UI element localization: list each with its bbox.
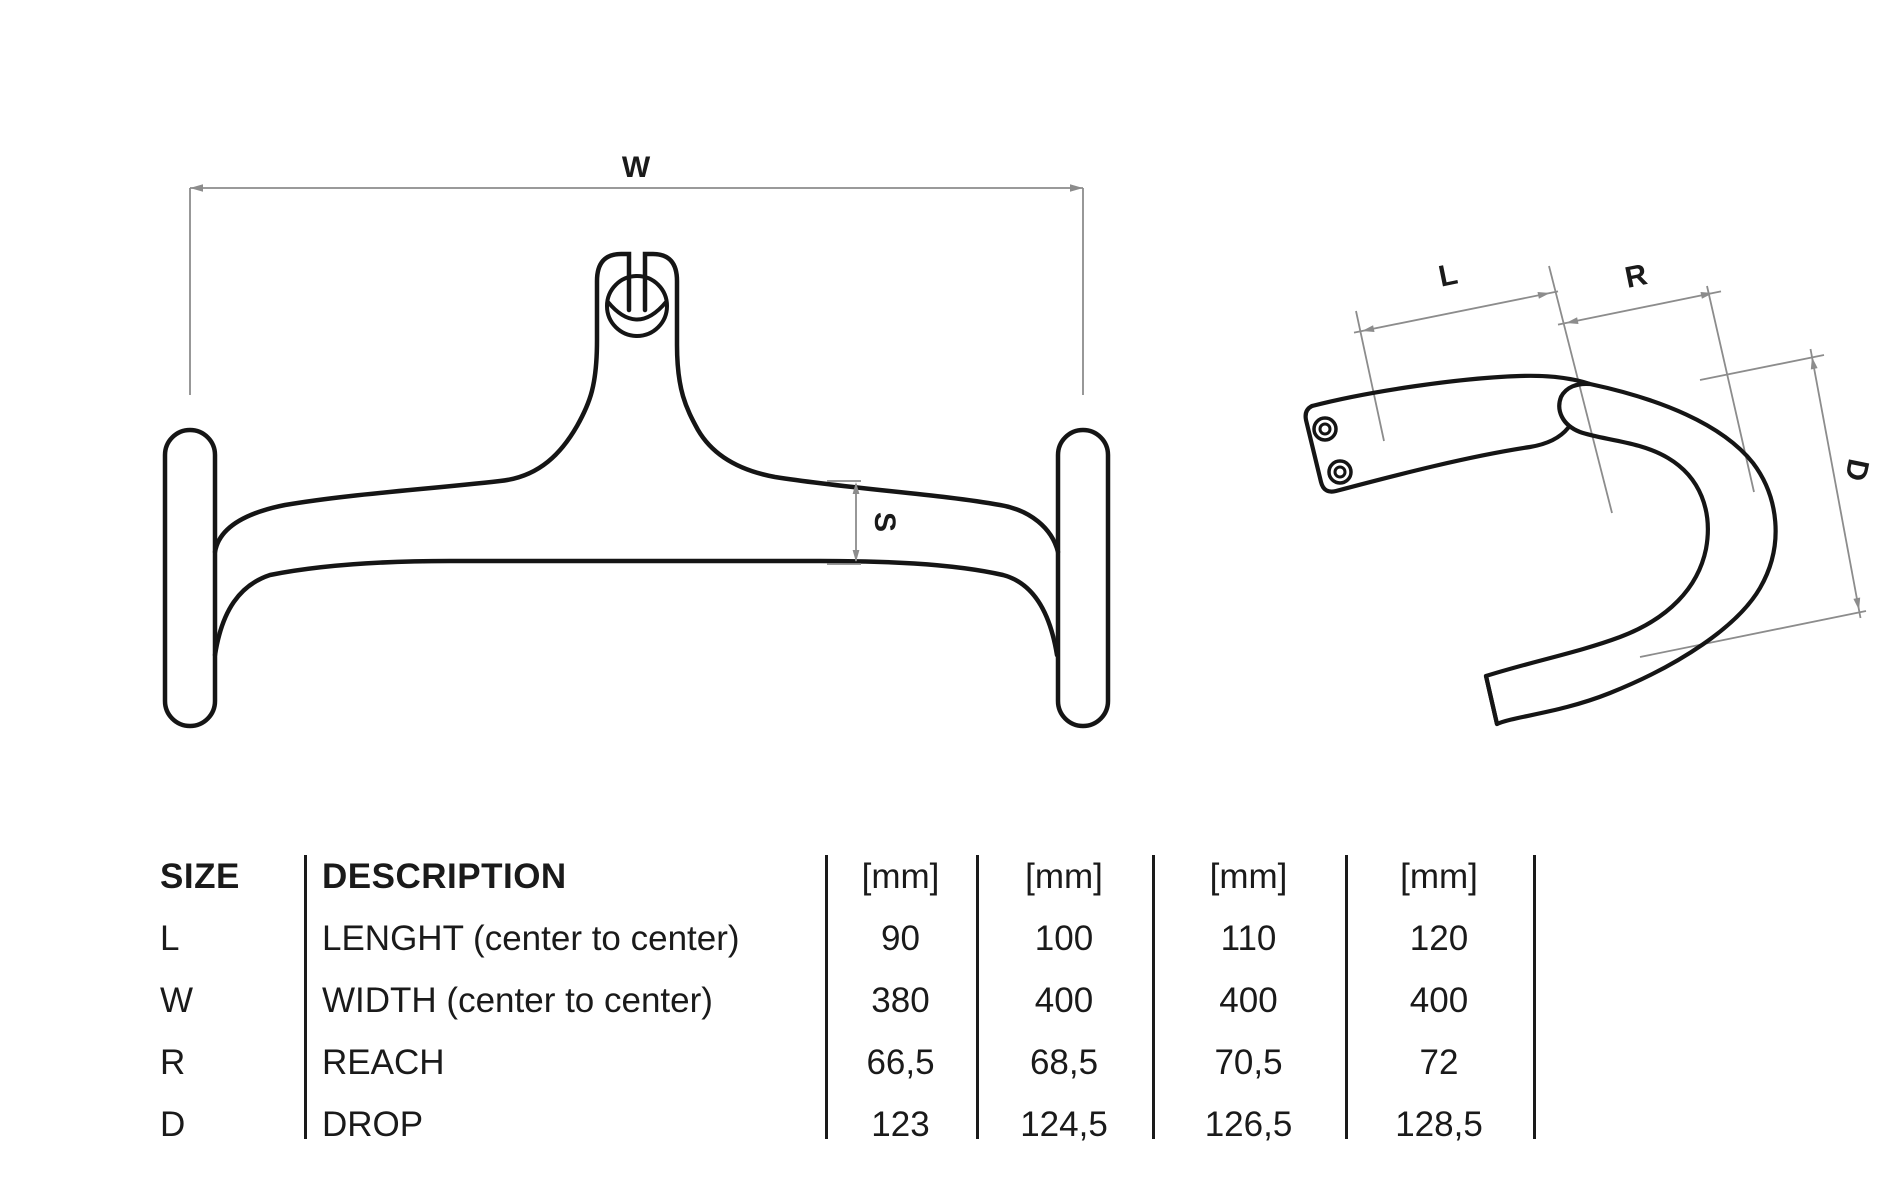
table-row-drop: D DROP 123 124,5 126,5 128,5 [158, 1094, 1536, 1156]
s-dimension [827, 480, 861, 565]
s-arrow-bottom [852, 550, 860, 562]
r-dimension [1557, 285, 1755, 493]
handlebar-side-hook [1309, 373, 1778, 727]
d-dimension-label: D [1838, 456, 1875, 484]
table-divider [825, 855, 828, 1139]
d-dimension [1639, 348, 1867, 658]
s-arrow-top [852, 482, 860, 494]
table-row-reach: R REACH 66,5 68,5 70,5 72 [158, 1032, 1536, 1094]
l-dimension-label: L [1436, 258, 1461, 294]
row-description: DROP [322, 1105, 424, 1144]
steerer-clamp-arc [606, 300, 668, 322]
w-dimension-label: W [622, 151, 651, 184]
row-value: 90 [881, 919, 920, 958]
row-value: 124,5 [1020, 1105, 1108, 1144]
table-divider [976, 855, 979, 1139]
r-arrow-left [1566, 317, 1579, 324]
col-header-unit-4: [mm] [1400, 857, 1478, 896]
row-value: 126,5 [1204, 1105, 1293, 1144]
col-header-description: DESCRIPTION [322, 857, 567, 896]
r-dimension-label: R [1622, 258, 1650, 295]
row-value: 68,5 [1029, 1043, 1099, 1082]
row-value: 400 [1219, 981, 1278, 1020]
table-divider [1152, 855, 1155, 1139]
stem-bolt-hole-bottom-inner [1333, 465, 1347, 479]
row-value: 128,5 [1395, 1105, 1483, 1144]
row-size-code: D [160, 1105, 186, 1144]
steerer-clamp-bore [605, 274, 669, 338]
s-dimension-label: S [868, 512, 901, 532]
stem-side-body [1303, 403, 1571, 494]
l-arrow-left [1362, 325, 1375, 332]
row-value: 100 [1034, 919, 1094, 958]
col-header-unit-1: [mm] [861, 857, 940, 896]
r-dimension-line [1557, 290, 1722, 326]
side-view-drawing: L R D [1303, 258, 1875, 727]
l-extension-left [1355, 310, 1385, 442]
row-size-code: R [160, 1043, 186, 1082]
row-value: 123 [871, 1105, 930, 1144]
row-size-code: W [160, 981, 194, 1020]
front-view-drawing: W S [162, 151, 1111, 729]
row-value: 110 [1220, 919, 1277, 958]
l-dimension [1353, 265, 1613, 514]
stem-bolt-hole-top-inner [1318, 422, 1332, 436]
stem-bolt-hole-bottom-outer [1327, 459, 1353, 485]
spec-table-header-row: SIZE DESCRIPTION [mm] [mm] [mm] [mm] [158, 846, 1536, 908]
l-arrow-right [1537, 292, 1550, 299]
row-value: 400 [1409, 981, 1469, 1020]
row-size-code: L [160, 919, 180, 958]
left-drop-front [162, 427, 218, 729]
d-arrow-top [1810, 357, 1818, 370]
col-header-size: SIZE [160, 857, 240, 896]
col-header-unit-3: [mm] [1209, 857, 1288, 896]
row-value: 66,5 [866, 1043, 935, 1082]
l-r-shared-extension [1548, 265, 1613, 514]
spec-table: SIZE DESCRIPTION [mm] [mm] [mm] [mm] L L… [158, 846, 1536, 1144]
d-extension-bottom [1639, 610, 1867, 658]
drop-end-face [1483, 673, 1500, 727]
stem-bolt-hole-top-outer [1312, 416, 1338, 442]
row-value: 400 [1034, 981, 1094, 1020]
handlebar-front-body [212, 251, 1061, 658]
row-value: 70,5 [1214, 1043, 1283, 1082]
l-dimension-line [1353, 290, 1559, 334]
w-arrow-right [1070, 184, 1083, 192]
row-value: 72 [1419, 1043, 1459, 1082]
row-description: LENGHT (center to center) [322, 919, 740, 958]
row-value: 380 [871, 981, 930, 1020]
table-divider [1533, 855, 1536, 1139]
w-arrow-left [190, 184, 203, 192]
r-arrow-right [1700, 292, 1713, 299]
col-header-unit-2: [mm] [1025, 857, 1103, 896]
row-description: REACH [322, 1043, 445, 1082]
row-value: 120 [1409, 919, 1469, 958]
w-dimension [189, 184, 1084, 395]
table-divider [1345, 855, 1348, 1139]
d-arrow-bottom [1853, 597, 1861, 610]
d-dimension-line [1809, 348, 1862, 619]
handlebar-front-outline [162, 251, 1111, 729]
right-drop-front [1055, 427, 1111, 729]
row-description: WIDTH (center to center) [322, 981, 713, 1020]
table-row-width: W WIDTH (center to center) 380 400 400 4… [158, 970, 1536, 1032]
table-divider [304, 855, 307, 1139]
d-extension-top [1699, 354, 1825, 381]
r-extension-right [1706, 285, 1755, 493]
table-row-length: L LENGHT (center to center) 90 100 110 1… [158, 908, 1536, 970]
handlebar-side-outline [1303, 373, 1778, 727]
